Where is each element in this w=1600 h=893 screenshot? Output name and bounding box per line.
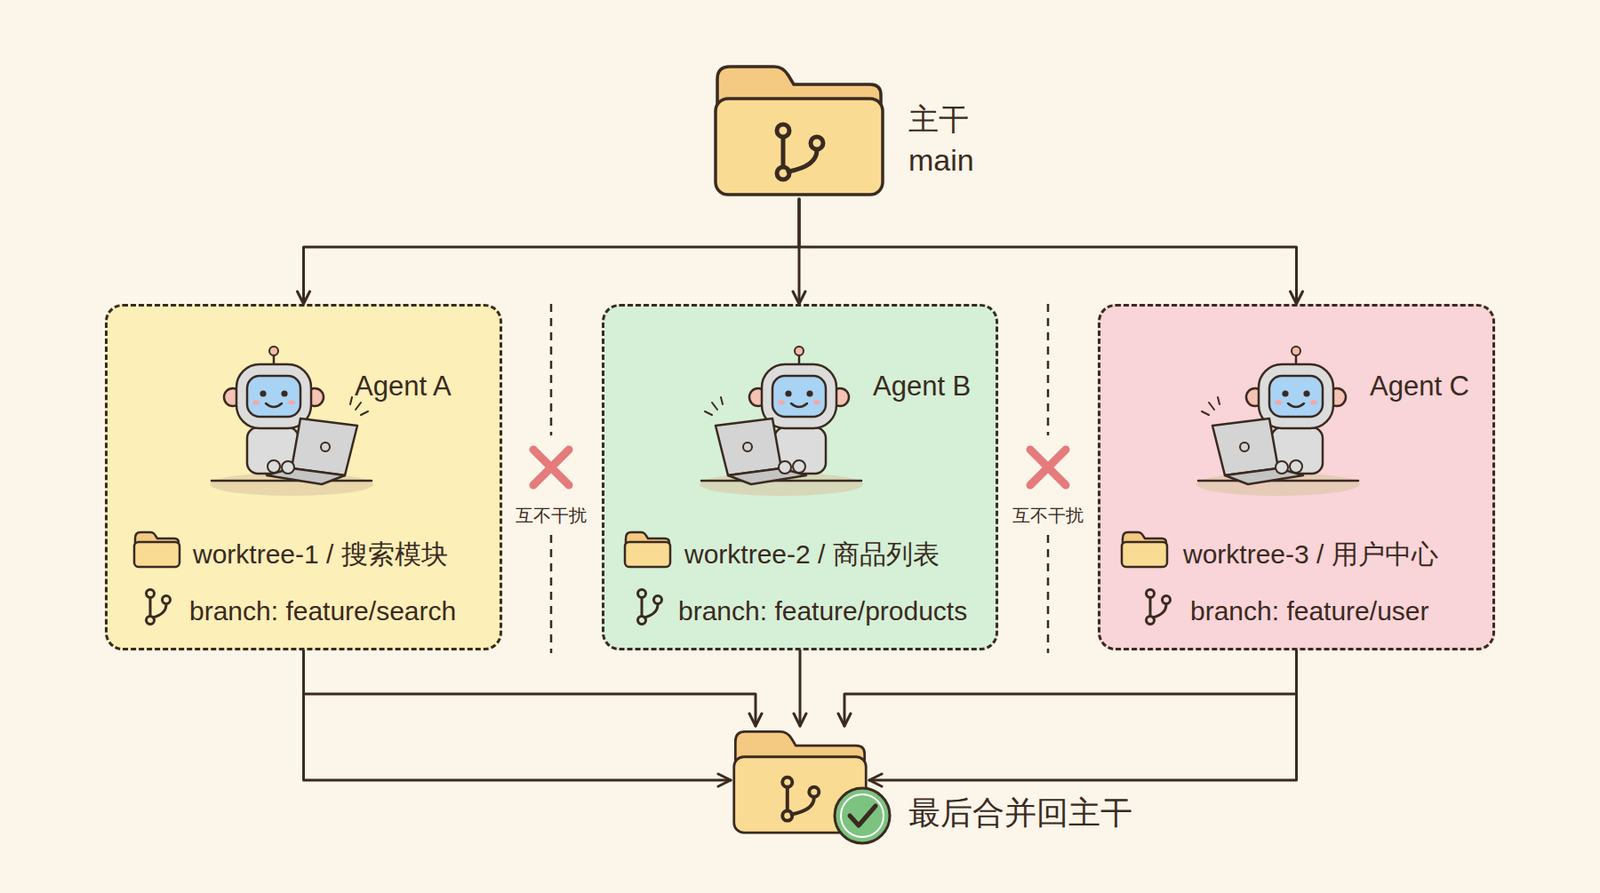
branch-icon [146,590,171,625]
node-text: branch: feature/user [1190,596,1430,626]
connector-line [844,650,1297,727]
dashed-divider [550,535,553,654]
connector [844,650,1297,781]
node-text: worktree-3 / 用户中心 [1183,539,1439,569]
folder-node: 最后合并回主干 [730,726,870,837]
check-mark [849,806,876,826]
folder-node: 主干main [712,59,887,200]
folder-icon [134,532,180,568]
branch-icon [1146,590,1171,625]
check-circle [834,788,890,844]
branch-dot [808,787,819,798]
branch-dot [776,124,790,137]
connector-line [304,199,800,304]
robot-a [209,346,374,496]
check-ring [840,794,884,838]
note-label: 互不干扰 [515,505,587,526]
edge-group [304,199,1297,781]
branch-dot [776,167,790,180]
connector-line [798,199,801,304]
robot-c [1196,346,1360,496]
agent-name: Agent C [1369,371,1470,402]
node-text: 主干 [908,103,969,136]
agent-name: Agent B [872,371,971,402]
worktree-box: Agent A worktree-1 / 搜索模块 branch: feature/… [104,304,503,651]
node-text: worktree-2 / 商品列表 [684,539,940,569]
node-text: branch: feature/search [189,596,456,626]
node-text: 最后合并回主干 [908,795,1133,832]
check-badge [834,788,890,844]
node-text: worktree-1 / 搜索模块 [192,539,448,569]
branch-dot [782,777,792,788]
worktree-box: Agent B worktree-2 / 商品列表 branch: feature/… [601,304,999,651]
red-cross [1030,449,1066,486]
folder-icon [624,532,671,568]
connector [800,650,801,727]
connector-line [304,694,732,781]
separators [551,304,1048,654]
node-text: main [908,144,975,177]
worktree-box: Agent C worktree-3 / 用户中心 branch: feature/… [1097,304,1496,651]
folder-body [734,757,866,833]
red-cross [533,449,569,486]
branch-dot [782,811,792,822]
folder-shape [712,59,887,200]
connector [799,199,1297,304]
agent-name: Agent A [354,371,452,402]
connector [304,199,800,304]
robot-b [699,346,864,496]
connector [799,199,800,304]
connector-line [799,650,802,727]
note-label: 互不干扰 [1012,505,1084,526]
folder-body [715,98,883,195]
branch-dot [810,136,824,150]
connector [304,650,757,781]
dashed-divider [550,304,553,436]
connector-line [799,199,1297,304]
robot-illustrations [209,346,1360,496]
dashed-divider [1047,535,1050,654]
folder-shape [730,726,870,837]
row-icons [134,532,1171,625]
connector-line [304,650,757,727]
folder-icon [1121,532,1168,568]
cross-marks [533,449,1066,486]
branch-icon [638,590,663,625]
dashed-divider [1047,304,1050,436]
connector-line [869,694,1297,781]
node-text: branch: feature/products [678,596,968,626]
